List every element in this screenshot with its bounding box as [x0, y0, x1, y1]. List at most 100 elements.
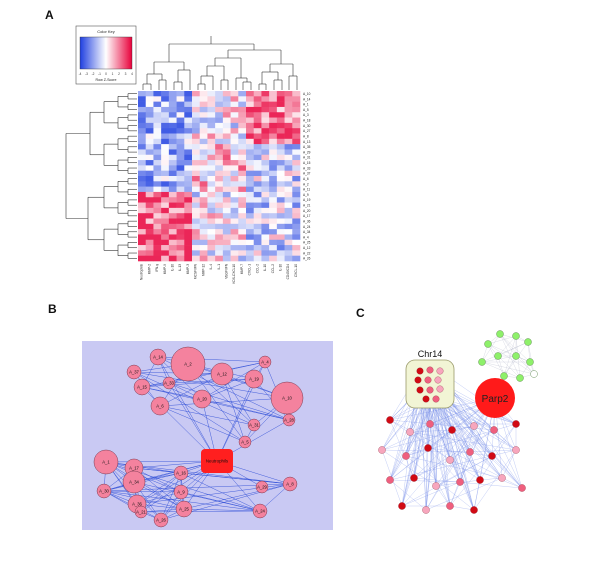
heatmap-cell [153, 144, 162, 150]
heatmap-cell [284, 128, 293, 134]
network-c-edge [381, 449, 471, 453]
heatmap-cell [161, 96, 170, 102]
network-b-node-label: A_14 [153, 355, 163, 360]
heatmap-cell [161, 239, 170, 246]
heatmap-cell [230, 191, 239, 198]
heatmap-cell [230, 149, 239, 156]
network-c-node [406, 428, 414, 436]
network-b-edge [168, 382, 290, 421]
heatmap-cell [207, 154, 216, 161]
heatmap-cell [153, 122, 162, 129]
heatmap-cell [207, 234, 216, 241]
network-b-node [173, 484, 189, 500]
heatmap-cell [269, 106, 278, 113]
green-cluster-edge [481, 361, 535, 375]
heatmap-cell [222, 218, 231, 225]
heatmap-cell [153, 218, 162, 225]
heatmap-cell [246, 245, 255, 251]
network-b-node [133, 378, 151, 396]
heatmap-cell [199, 213, 208, 219]
network-c-node [422, 506, 430, 514]
heatmap-cell [176, 245, 185, 251]
heatmap-cell [138, 197, 147, 203]
network-b-node-label: A_16 [176, 471, 186, 476]
green-cluster-node [526, 358, 534, 366]
network-b-edge [183, 483, 291, 510]
heatmap-cell [145, 117, 154, 124]
heatmap-cell [222, 128, 231, 134]
heatmap-cell [284, 96, 293, 102]
heatmap-cell [207, 207, 216, 214]
network-b-edge [103, 490, 182, 493]
heatmap-cell [269, 250, 278, 256]
heatmap-cell [276, 112, 285, 118]
heatmap-cell [145, 170, 154, 177]
heatmap-cell [184, 96, 193, 102]
heatmap-cell [199, 255, 208, 262]
heatmap-cell [145, 176, 154, 182]
heatmap-cell [215, 96, 224, 102]
heatmap-cell [199, 181, 208, 187]
network-b-background [82, 341, 333, 530]
heatmap-cell [168, 170, 177, 177]
heatmap-cell [246, 106, 255, 113]
heatmap-cell [284, 101, 293, 108]
heatmap-cell [168, 197, 177, 203]
heatmap-cell [168, 165, 177, 171]
heatmap-cell [192, 128, 201, 134]
heatmap-cell [276, 176, 285, 182]
heatmap-cell [246, 91, 255, 97]
heatmap-cell [284, 176, 293, 182]
heatmap-cell [230, 197, 239, 203]
heatmap-cell [153, 91, 162, 97]
network-b-node [150, 396, 170, 416]
heatmap-cell [246, 117, 255, 124]
heatmap-cell [261, 117, 270, 124]
heatmap-cell [199, 245, 208, 251]
heatmap-cell [153, 234, 162, 241]
heatmap-cell [153, 117, 162, 124]
heatmap-cell [276, 207, 285, 214]
heatmap-cell [199, 197, 208, 203]
heatmap-cell [176, 202, 185, 209]
heatmap-cell [261, 176, 270, 182]
network-c-edge [389, 429, 453, 481]
heatmap-cell [230, 160, 239, 166]
panel-b-label: B [48, 302, 57, 316]
network-b-node-label: A_15 [137, 385, 147, 390]
heatmap-cell [161, 117, 170, 124]
heatmap-cell [269, 181, 278, 187]
heatmap-cell [292, 149, 301, 156]
heatmap-cell [192, 106, 201, 113]
heatmap-cell [246, 122, 255, 129]
heatmap-cell [253, 245, 262, 251]
heatmap-cell [161, 106, 170, 113]
heatmap-cell [145, 191, 154, 198]
heatmap-cell [199, 191, 208, 198]
heatmap-cell [276, 229, 285, 235]
network-c-edge [405, 447, 429, 457]
network-c-edge [469, 451, 481, 481]
heatmap-cell [192, 202, 201, 209]
heatmap-cell [292, 138, 301, 145]
heatmap-row-label: A_6 [303, 177, 309, 181]
heatmap-col-label: MMP-2 [147, 264, 151, 274]
heatmap-cell [207, 255, 216, 262]
network-b-node-label: A_36 [132, 502, 142, 507]
heatmap-cell [261, 213, 270, 219]
heatmap-cell [176, 250, 185, 256]
heatmap-cell [246, 239, 255, 246]
heatmap-cell [199, 165, 208, 171]
heatmap-cell [261, 160, 270, 166]
heatmap-cell [184, 191, 193, 198]
chr14-node [416, 367, 424, 375]
heatmap-cell [246, 207, 255, 214]
heatmap-cell [215, 106, 224, 113]
heatmap-cell [246, 165, 255, 171]
heatmap-cell [176, 138, 185, 145]
heatmap-cell [199, 117, 208, 124]
heatmap-cell [207, 218, 216, 225]
network-b-node-label: A_30 [99, 489, 109, 494]
